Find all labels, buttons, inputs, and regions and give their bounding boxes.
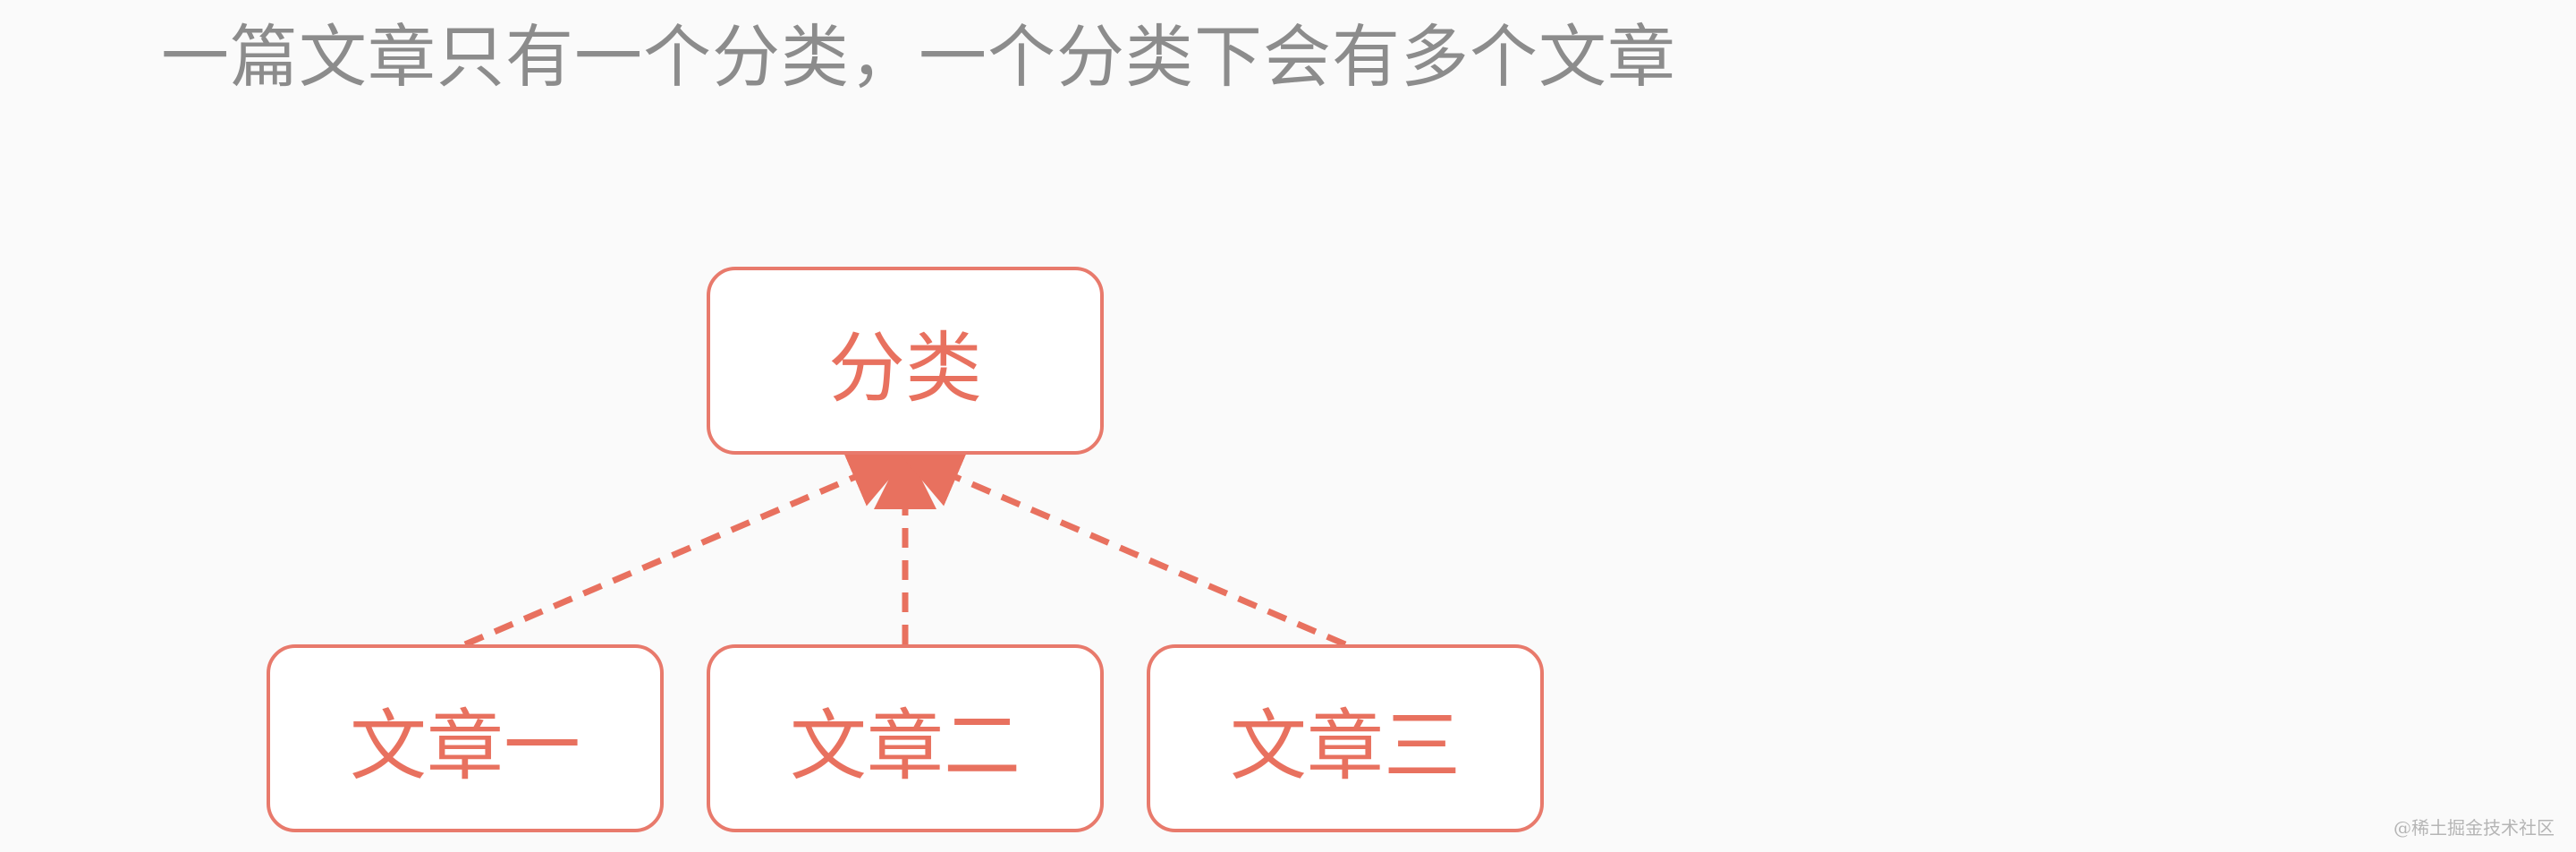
article-2-label: 文章二 <box>790 701 1021 791</box>
category-node: 分类 <box>707 267 1104 455</box>
arrow-article-1-to-category <box>463 448 912 648</box>
category-label: 分类 <box>828 323 982 413</box>
article-node-1: 文章一 <box>267 644 664 832</box>
watermark: @稀土掘金技术社区 <box>2394 817 2555 839</box>
page-title: 一篇文章只有一个分类，一个分类下会有多个文章 <box>161 17 1676 97</box>
article-3-label: 文章三 <box>1230 701 1461 791</box>
article-1-label: 文章一 <box>350 701 580 791</box>
article-node-2: 文章二 <box>707 644 1104 832</box>
article-node-3: 文章三 <box>1147 644 1544 832</box>
arrow-article-3-to-category <box>898 448 1347 648</box>
